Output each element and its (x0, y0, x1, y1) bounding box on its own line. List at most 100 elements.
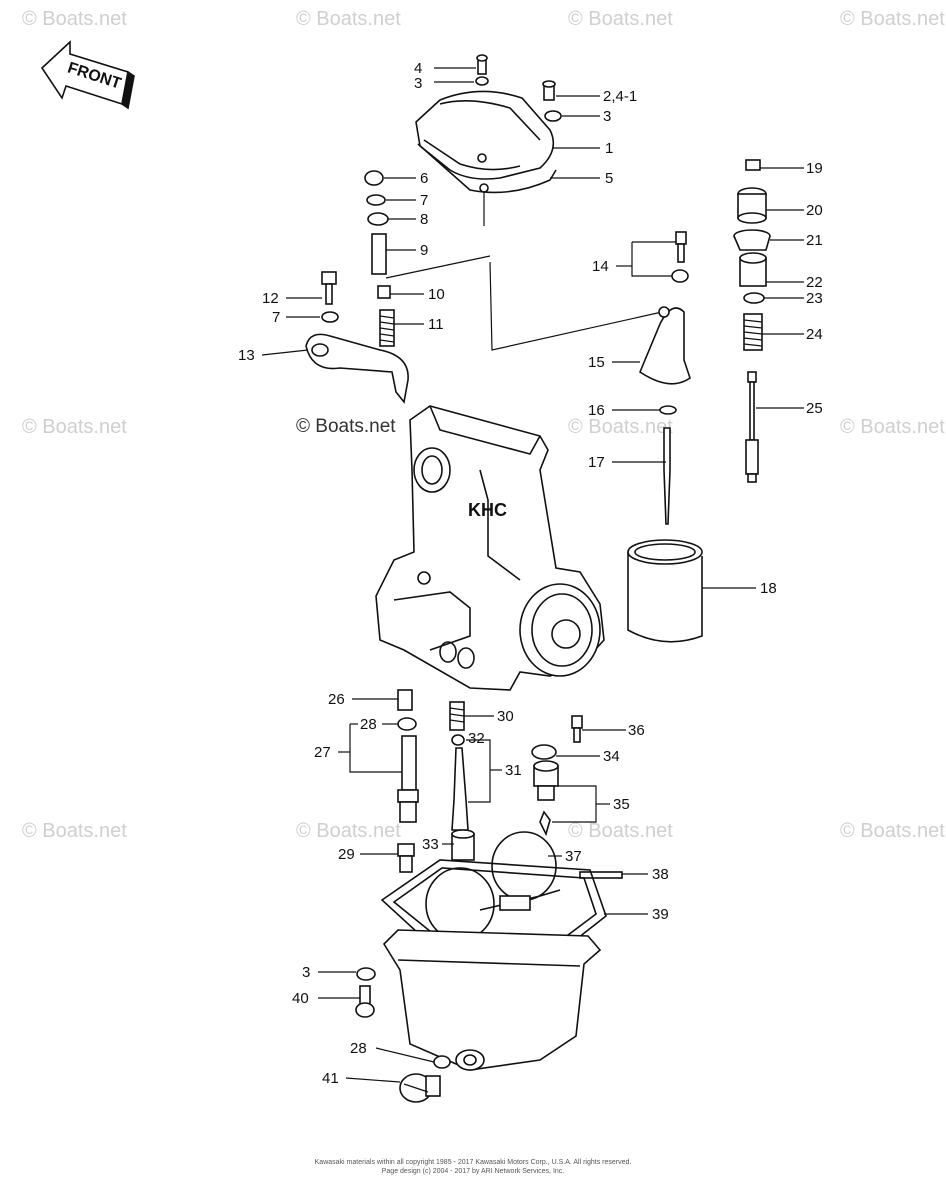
watermark-mid-3: © Boats.net (568, 416, 673, 438)
float-valve-35 (533, 760, 559, 837)
callout-16: 16 (588, 402, 605, 419)
washer-3c (356, 967, 376, 981)
watermark-top-1: © Boats.net (22, 8, 127, 30)
callout-32: 32 (468, 730, 485, 747)
callout-34: 34 (603, 748, 620, 765)
callout-3-top: 3 (414, 75, 422, 92)
callout-19: 19 (806, 160, 823, 177)
washer-7a (366, 194, 386, 206)
copyright-line: Kawasaki materials within all copyright … (314, 1159, 632, 1166)
screw-14 (675, 231, 687, 263)
callout-23: 23 (806, 290, 823, 307)
adjuster-9 (371, 233, 387, 275)
callout-13: 13 (238, 347, 255, 364)
callout-17: 17 (588, 454, 605, 471)
plunger-25 (745, 371, 759, 483)
watermark-top-4: © Boats.net (840, 8, 945, 30)
o-ring-28b (433, 1055, 451, 1069)
watermark-mid-1: © Boats.net (22, 416, 127, 438)
callout-22: 22 (806, 274, 823, 291)
pilot-screw-31 (451, 747, 469, 831)
cap-19 (745, 159, 761, 171)
callout-33: 33 (422, 836, 439, 853)
cable-line (489, 261, 663, 351)
washer-3b (544, 110, 562, 122)
callout-15: 15 (588, 354, 605, 371)
callout-12: 12 (262, 290, 279, 307)
callout-41: 41 (322, 1070, 339, 1087)
callout-7-lower: 7 (272, 309, 280, 326)
spring-24 (743, 313, 763, 351)
bolt-12 (321, 271, 337, 305)
callout-3-lower: 3 (302, 964, 310, 981)
clip-16 (659, 405, 677, 415)
throttle-slide-18 (627, 539, 703, 643)
watermark-low-3: © Boats.net (568, 820, 673, 842)
bracket-15 (639, 307, 691, 385)
callout-4: 4 (414, 60, 422, 77)
page-design-line: Page design (c) 2004 - 2017 by ARI Netwo… (381, 1168, 565, 1175)
callout-5: 5 (605, 170, 613, 187)
washer-7b (321, 311, 339, 323)
cap-21 (733, 229, 771, 251)
callout-26: 26 (328, 691, 345, 708)
float-bowl (382, 929, 602, 1071)
callout-38: 38 (652, 866, 669, 883)
callout-14: 14 (592, 258, 609, 275)
drain-plug-41 (399, 1073, 441, 1103)
watermark-low-4: © Boats.net (840, 820, 945, 842)
callout-1: 1 (605, 140, 613, 157)
callout-9: 9 (420, 242, 428, 259)
screw-36 (571, 715, 583, 743)
washer-8 (367, 212, 389, 226)
watermark-top-3: © Boats.net (568, 8, 673, 30)
washer-14 (671, 269, 689, 283)
callout-11: 11 (428, 316, 444, 333)
screw-4 (476, 54, 488, 75)
top-22 (739, 252, 767, 287)
pilot-jet-29 (397, 843, 415, 873)
callout-28-lower: 28 (350, 1040, 367, 1057)
callout-28-upper: 28 (360, 716, 377, 733)
leader-lines (261, 67, 804, 1083)
top-cover (415, 90, 555, 180)
screw-40 (355, 985, 375, 1018)
nut-10 (377, 285, 391, 299)
front-arrow-icon: FRONT (40, 40, 135, 110)
callout-24: 24 (806, 326, 823, 343)
callout-37: 37 (565, 848, 582, 865)
watermark-top-2: © Boats.net (296, 8, 401, 30)
watermark-low-2: © Boats.net (296, 820, 401, 842)
callout-27: 27 (314, 744, 331, 761)
jet-needle-17 (663, 427, 671, 525)
callout-25: 25 (806, 400, 823, 417)
callout-30: 30 (497, 708, 514, 725)
watermark-mid-4: © Boats.net (840, 416, 945, 438)
watermark-center: © Boats.net (296, 416, 396, 437)
callout-10: 10 (428, 286, 445, 303)
callout-18: 18 (760, 580, 777, 597)
screw-2 (542, 80, 556, 101)
washer-34 (531, 744, 557, 760)
cover-gasket (417, 143, 557, 194)
spring-30 (449, 701, 465, 731)
o-ring-23 (743, 292, 765, 304)
kh-logo: KHC (468, 500, 507, 520)
callout-2: 2,4-1 (603, 88, 637, 105)
callout-20: 20 (806, 202, 823, 219)
washer-32 (451, 734, 465, 746)
callout-40: 40 (292, 990, 309, 1007)
callout-39: 39 (652, 906, 669, 923)
washer-3a (475, 76, 489, 86)
float-37 (425, 831, 561, 941)
o-ring-28a (397, 717, 417, 731)
callout-8: 8 (420, 211, 428, 228)
watermark-low-1: © Boats.net (22, 820, 127, 842)
pin-38 (579, 871, 623, 879)
callout-21: 21 (806, 232, 823, 249)
callout-7-upper: 7 (420, 192, 428, 209)
callout-36: 36 (628, 722, 645, 739)
needle-jet-27 (397, 735, 419, 823)
